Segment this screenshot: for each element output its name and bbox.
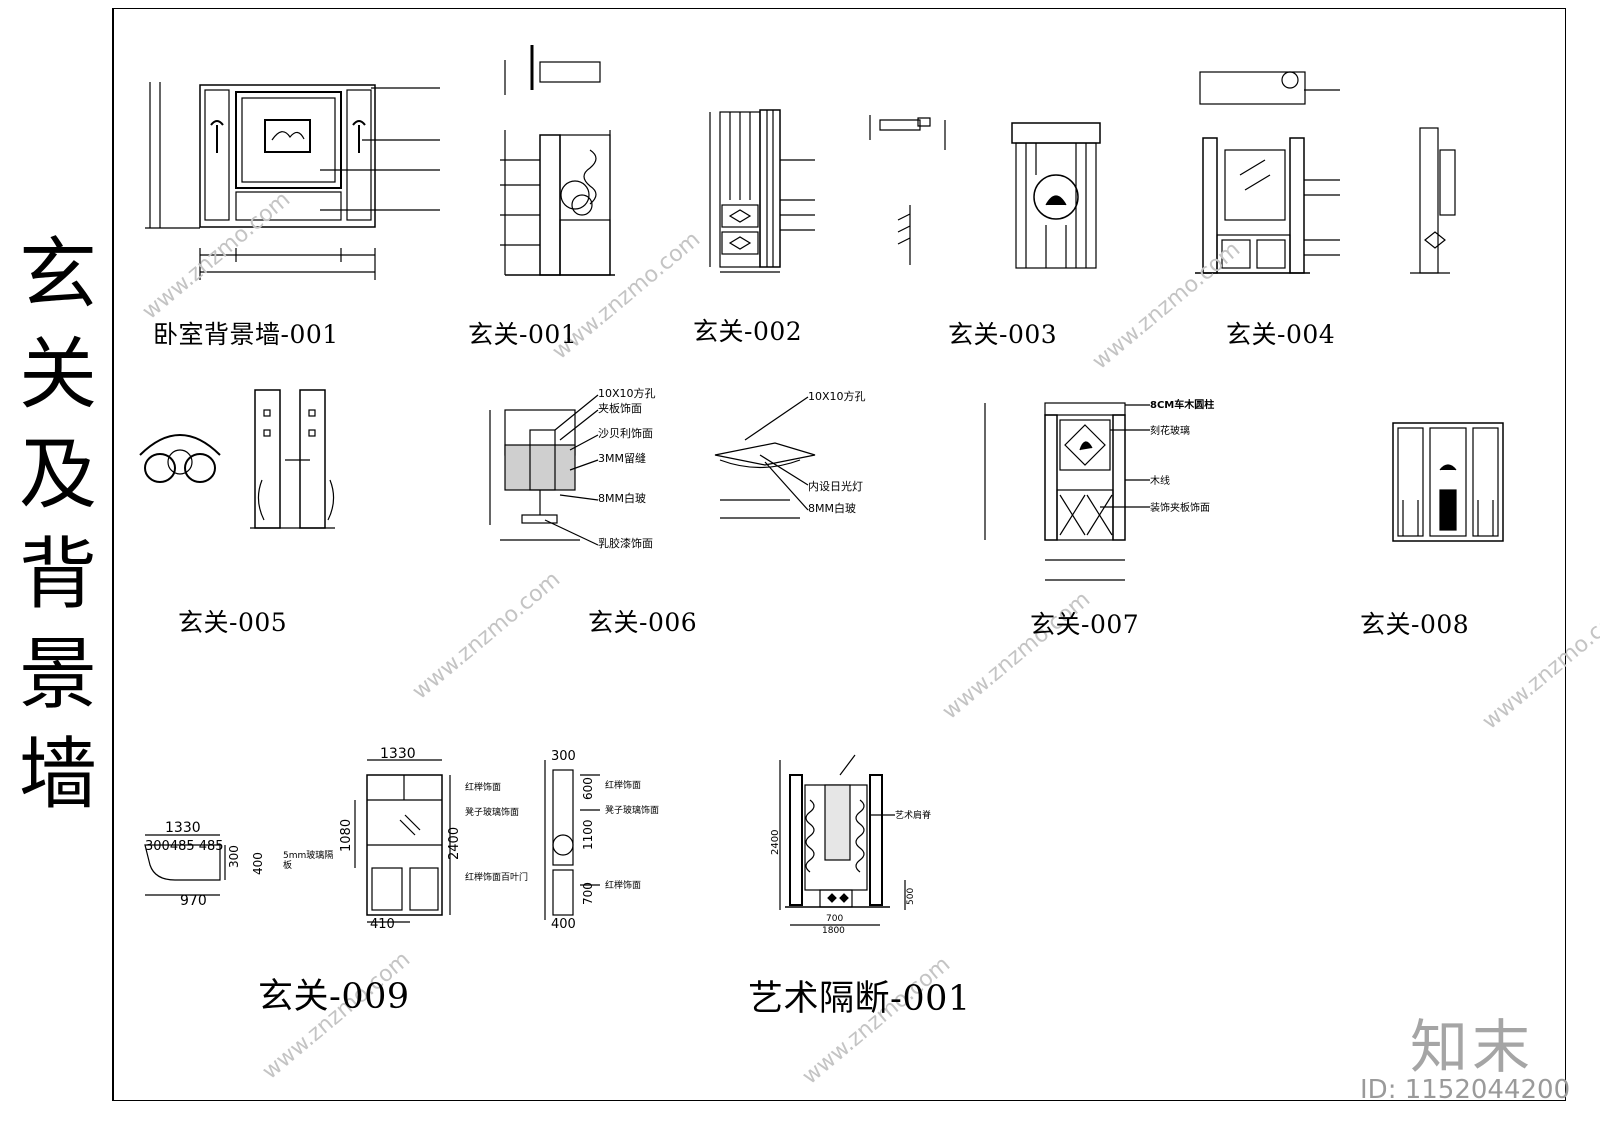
title-char: 关: [18, 330, 97, 420]
label-3mm: 3MM留缝: [598, 451, 646, 465]
caption-art-partition-001: 艺术隔断-001: [748, 979, 971, 1019]
watermark-brand: 知末: [1410, 1013, 1535, 1081]
label-louver: 红榉饰面百叶门: [465, 871, 528, 883]
dim-1080: 1080: [339, 819, 354, 852]
watermark-site: www.znzmo.com: [1088, 237, 1245, 375]
dim-side-400: 400: [551, 917, 576, 932]
label-8mm-b: 8MM白玻: [808, 501, 856, 515]
caption-entrance-006: 玄关-006: [588, 608, 698, 637]
label-8mm: 8MM白玻: [598, 491, 646, 505]
label-beech-2: 红榉饰面: [605, 779, 641, 791]
caption-entrance-003: 玄关-003: [948, 320, 1058, 349]
caption-entrance-004: 玄关-004: [1226, 320, 1336, 349]
title-char: 景: [18, 630, 97, 720]
title-char: 玄: [18, 230, 97, 320]
drawing-bedroom-wall-001: [145, 82, 440, 280]
dim-1330-top: 1330: [380, 746, 416, 762]
dim-1330-plan: 1330: [165, 820, 201, 836]
label-glass-2: 板: [283, 859, 292, 871]
label-glass-finish-2: 凳子玻璃饰面: [605, 804, 659, 816]
title-strip-divider: [0, 8, 114, 1101]
drawing-entrance-005: [139, 389, 335, 529]
dim-art-700: 700: [826, 914, 843, 924]
drawing-entrance-009: 1330 1330 300485 485 970 300 400 1080 24…: [144, 746, 659, 932]
dim-2400: 2400: [447, 827, 462, 860]
drawing-entrance-002: [709, 109, 946, 273]
label-glass-finish-1: 凳子玻璃饰面: [465, 806, 519, 818]
label-beech-3: 红榉饰面: [605, 879, 641, 891]
title-char: 墙: [18, 730, 97, 820]
drawing-art-partition-001: 2400 500 700 1800 艺术肩脊: [770, 754, 931, 936]
label-latex: 乳胶漆饰面: [598, 536, 653, 550]
label-veneer-007: 装饰夹板饰面: [1150, 501, 1210, 514]
outer-border: [112, 8, 1566, 1101]
caption-entrance-002: 玄关-002: [693, 317, 803, 346]
label-engraved-glass: 刻花玻璃: [1150, 424, 1190, 437]
drawing-entrance-001: [500, 45, 615, 276]
label-10x10: 10X10方孔: [598, 386, 656, 400]
dim-side-300: 300: [551, 749, 576, 764]
watermark-site: www.znzmo.com: [408, 567, 565, 705]
dim-side-1100: 1100: [581, 819, 595, 850]
dim-side-700: 700: [581, 882, 595, 905]
watermark-site: www.znzmo.com: [138, 187, 295, 325]
dim-300-plan: 300: [227, 845, 241, 868]
dim-side-600: 600: [581, 777, 595, 800]
label-veneer: 夹板饰面: [598, 401, 642, 415]
dim-art-2400: 2400: [770, 830, 781, 855]
dim-400-plan: 400: [251, 852, 265, 875]
dim-410: 410: [370, 917, 395, 932]
title-char: 背: [18, 530, 97, 620]
drawing-entrance-004: [1195, 71, 1456, 274]
caption-entrance-001: 玄关-001: [468, 320, 578, 349]
drawing-entrance-008: [1392, 422, 1504, 542]
dim-plan-parts: 300485 485: [145, 839, 224, 854]
drawing-entrance-003: [1011, 122, 1101, 269]
caption-bedroom-wall-001: 卧室背景墙-001: [153, 320, 339, 349]
title-char: 及: [18, 430, 97, 520]
label-beech-1: 红榉饰面: [465, 781, 501, 793]
caption-entrance-009: 玄关-009: [258, 977, 410, 1017]
label-column: 8CM车木圆柱: [1150, 398, 1214, 411]
watermark-id: ID: 1152044200: [1360, 1075, 1571, 1105]
caption-entrance-008: 玄关-008: [1360, 610, 1470, 639]
watermark-site: www.znzmo.com: [1478, 597, 1600, 735]
label-glass: 5mm玻璃隔: [283, 849, 333, 861]
caption-entrance-007: 玄关-007: [1030, 610, 1140, 639]
drawing-entrance-006: 10X10方孔 夹板饰面 沙贝利饰面 3MM留缝 8MM白玻 乳胶漆饰面 10X…: [489, 386, 866, 550]
dim-970: 970: [180, 893, 207, 909]
label-wood-line: 木线: [1150, 474, 1170, 487]
label-fluorescent: 内设日光灯: [808, 479, 863, 493]
label-10x10-b: 10X10方孔: [808, 389, 866, 403]
dim-art-500: 500: [906, 888, 916, 905]
caption-entrance-005: 玄关-005: [178, 608, 288, 637]
label-sapele: 沙贝利饰面: [598, 426, 653, 440]
sheet-title: 玄 关 及 背 景 墙: [18, 225, 98, 825]
label-art-note: 艺术肩脊: [895, 809, 931, 821]
dim-art-1800: 1800: [822, 926, 845, 936]
drawing-entrance-007: 8CM车木圆柱 刻花玻璃 木线 装饰夹板饰面: [984, 398, 1214, 581]
